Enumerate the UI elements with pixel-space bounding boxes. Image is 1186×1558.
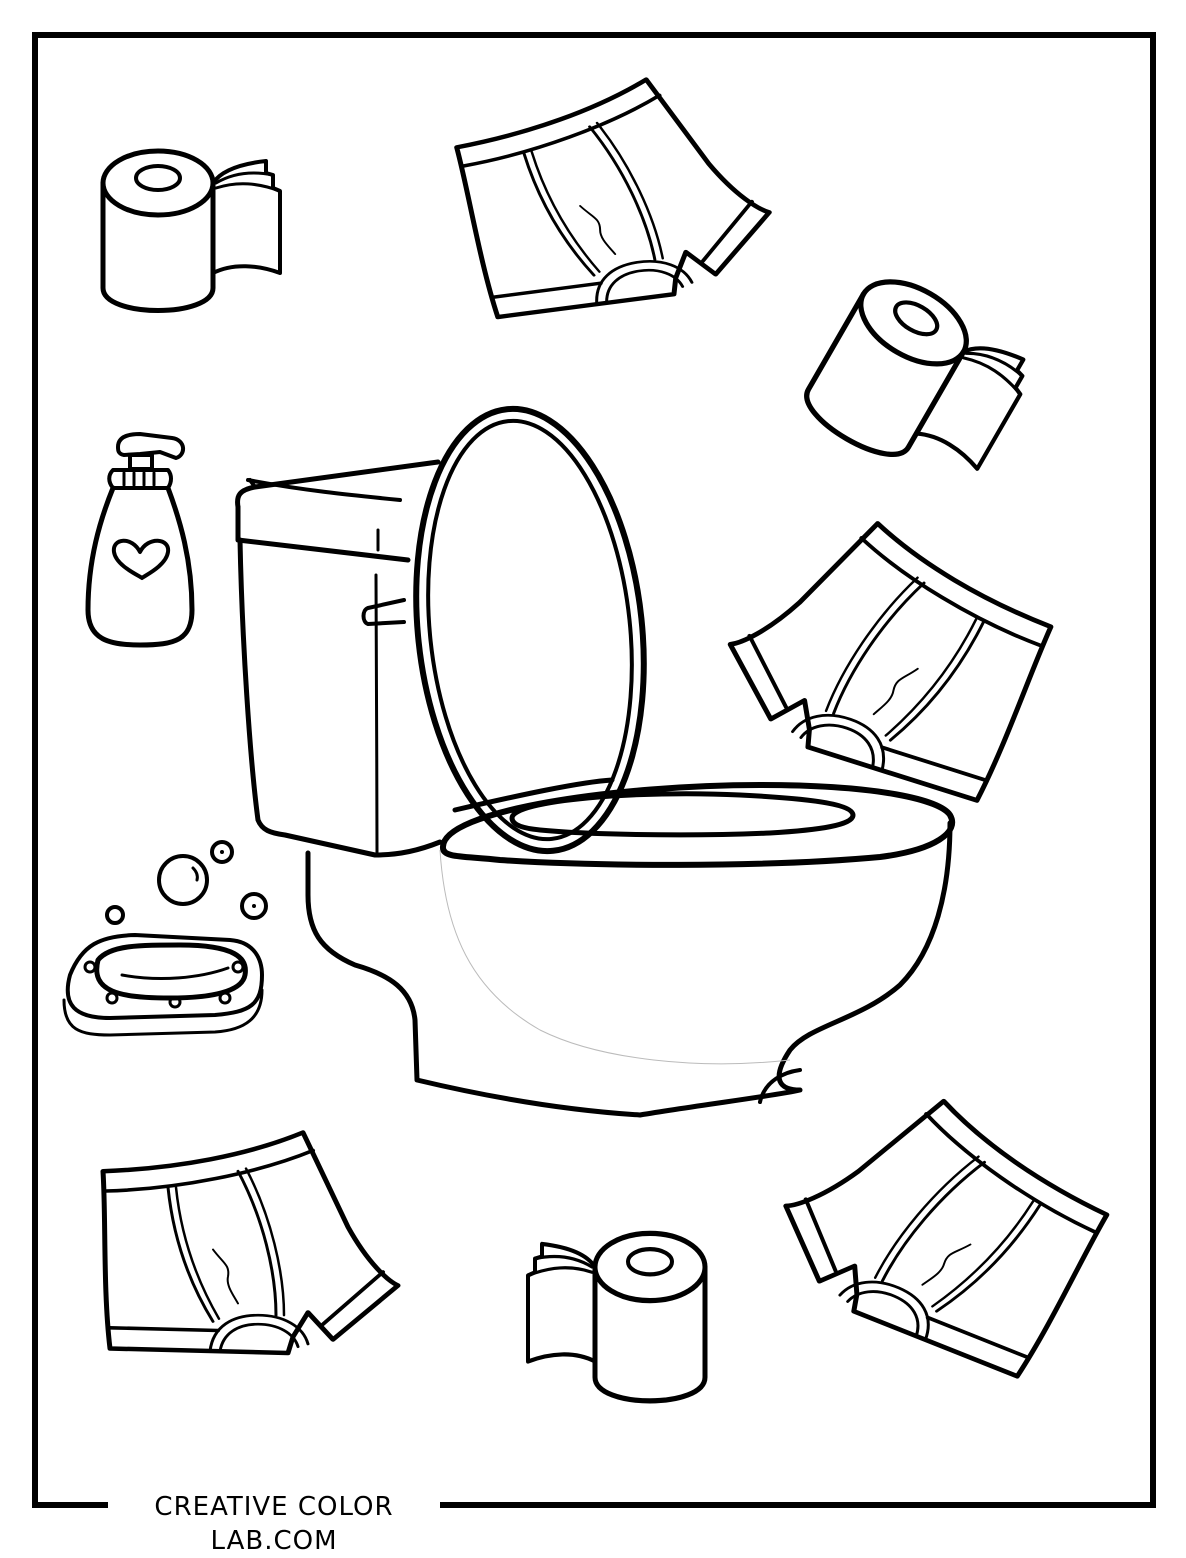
watermark: CREATIVE COLOR LAB.COM <box>108 1490 440 1556</box>
toilet-paper-roll-icon <box>103 151 280 311</box>
toilet-paper-roll-icon <box>528 1233 705 1400</box>
underwear-briefs-icon <box>449 65 782 322</box>
toilet-paper-roll-icon <box>797 265 1042 503</box>
page-border <box>32 32 1156 1508</box>
soap-pump-bottle-icon <box>85 432 195 648</box>
toilet-icon <box>235 405 956 1118</box>
soap-dish-icon <box>62 840 268 1037</box>
underwear-briefs-icon <box>754 1064 1125 1383</box>
underwear-briefs-icon <box>103 1133 398 1354</box>
underwear-briefs-icon <box>705 493 1066 808</box>
